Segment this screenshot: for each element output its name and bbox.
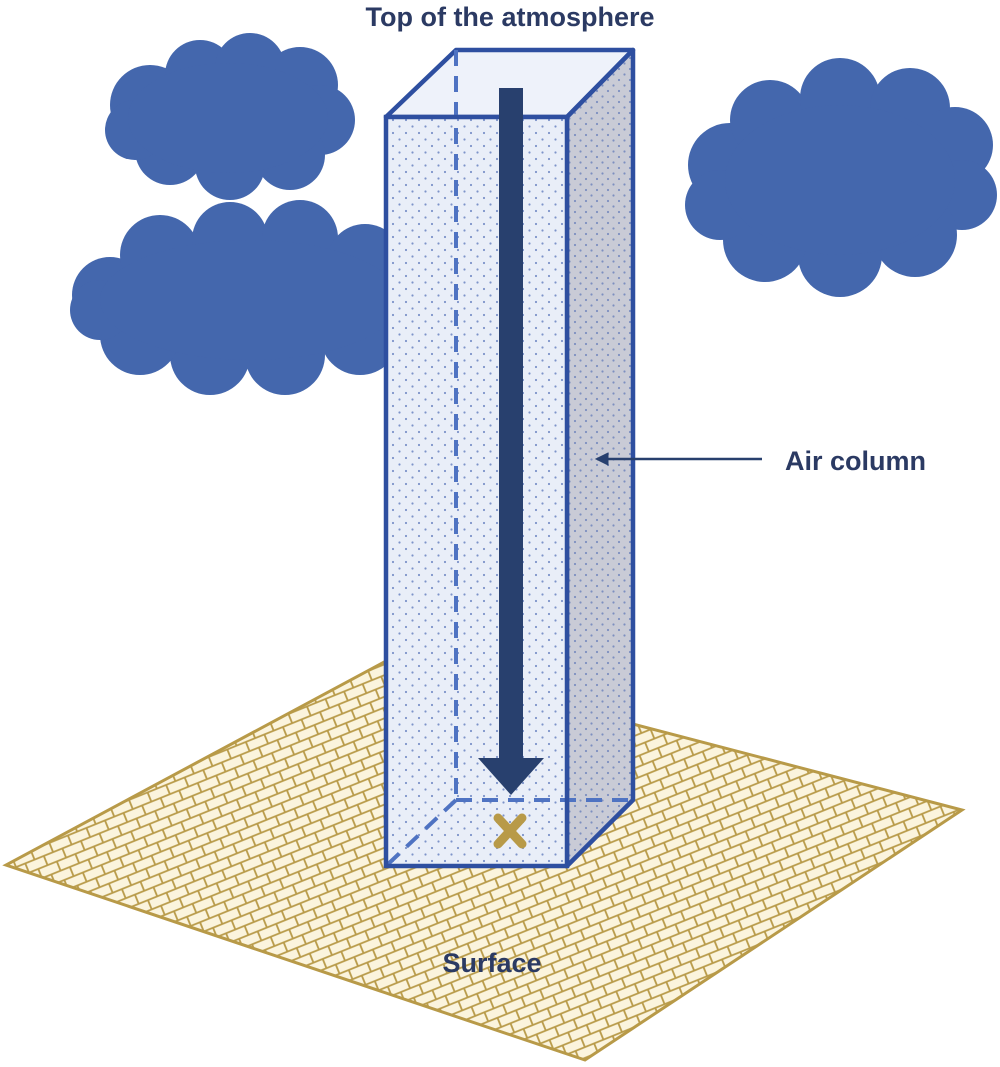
cross-marker-icon — [493, 813, 527, 849]
cloud-top-left — [105, 33, 355, 200]
cloud-middle-left — [70, 200, 435, 395]
surface-label: Surface — [442, 948, 541, 978]
cloud-right — [685, 58, 997, 297]
column-hidden-edges — [384, 50, 633, 868]
air-column-label: Air column — [785, 446, 926, 476]
left-pointer-arrow-icon — [594, 452, 762, 466]
air-column — [383, 47, 636, 869]
top-of-atmosphere-label: Top of the atmosphere — [365, 2, 654, 32]
downward-arrow-icon — [478, 88, 544, 795]
